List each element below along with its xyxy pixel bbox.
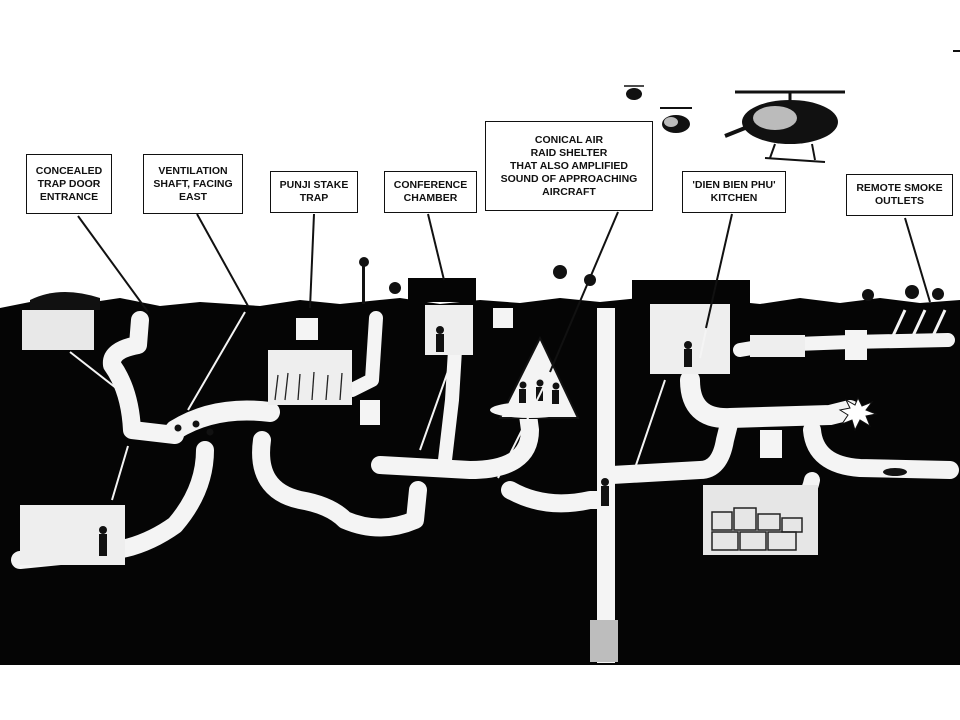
- callout-trap-door-entrance: CONCEALED TRAP DOOR ENTRANCE: [26, 154, 112, 214]
- callout-conference-chamber: CONFERENCE CHAMBER: [384, 171, 477, 213]
- punji-stakes: [274, 371, 343, 401]
- kitchen-bunker-roof: [632, 280, 750, 304]
- tunnel-right-lower: [803, 421, 959, 479]
- small-cell: [493, 308, 513, 328]
- smoke-vents: [890, 309, 947, 339]
- storage-chamber: [703, 485, 818, 555]
- helicopter-icon: [724, 90, 845, 163]
- leader-lines-underground: [69, 311, 707, 501]
- soldier-icon: [99, 326, 907, 556]
- tunnel-punji-shaft: [345, 311, 383, 397]
- callout-conical-air-raid-shelter: CONICAL AIR RAID SHELTER THAT ALSO AMPLI…: [485, 121, 653, 211]
- tunnel-punji-loop: [252, 431, 427, 537]
- punji-trap-chamber: [268, 350, 352, 405]
- tunnel-entrance-descent: [102, 311, 184, 444]
- callout-ventilation-shaft: VENTILATION SHAFT, FACING EAST: [143, 154, 243, 214]
- tunnel-mid-lower: [501, 481, 609, 513]
- smoke-chamber: [750, 335, 805, 357]
- conference-bunker-roof: [408, 278, 476, 302]
- well-bottom: [590, 620, 618, 662]
- explosion-icon: [838, 396, 878, 432]
- leader-lines: [77, 211, 931, 373]
- trap-door-chamber: [22, 310, 94, 350]
- tree-icon: [30, 257, 944, 310]
- tunnel-conference-drop: [438, 343, 462, 467]
- tunnel-kitchen-main: [680, 370, 860, 429]
- small-cell: [296, 318, 318, 340]
- tunnel-ventilation-link: [165, 400, 280, 440]
- storage-crates: [711, 507, 803, 551]
- small-cell: [760, 430, 782, 458]
- conference-chamber: [425, 305, 473, 355]
- small-cell: [360, 400, 380, 425]
- small-cell: [845, 330, 867, 360]
- helicopter-icon: [660, 107, 692, 133]
- tunnel-conference-main: [371, 406, 539, 479]
- sleeping-chamber: [20, 505, 125, 565]
- edge-mark: [953, 50, 960, 52]
- helicopter-icon: [624, 85, 644, 100]
- callout-remote-smoke-outlets: REMOTE SMOKE OUTLETS: [846, 174, 953, 216]
- tunnel-kitchen-link: [603, 411, 739, 484]
- shelter-floor: [490, 402, 570, 418]
- ground: [0, 298, 960, 665]
- callout-dien-bien-phu-kitchen: 'DIEN BIEN PHU' KITCHEN: [682, 171, 786, 213]
- callout-punji-stake-trap: PUNJI STAKE TRAP: [270, 171, 358, 213]
